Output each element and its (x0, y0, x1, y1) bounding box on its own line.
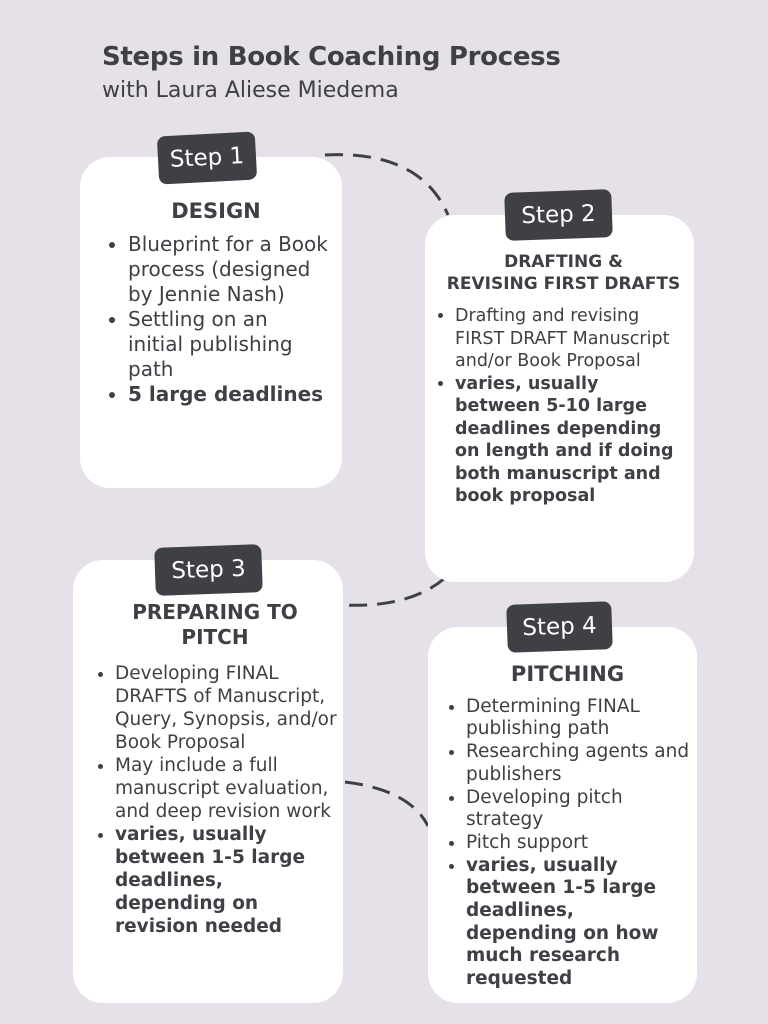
step-4-heading: PITCHING (510, 662, 625, 686)
step-3-item: May include a full manuscript evaluation… (115, 754, 337, 823)
step-4-item: Determining FINAL publishing path (466, 696, 691, 741)
step-4-item: varies, usually between 1-5 large deadli… (466, 855, 691, 991)
step-1-item: Blueprint for a Book process (designed b… (128, 232, 328, 307)
step-3-heading-line2: PITCH (181, 625, 249, 649)
step-3-item: Developing FINAL DRAFTS of Manuscript, Q… (115, 662, 337, 754)
step-3-item: varies, usually between 1-5 large deadli… (115, 823, 337, 938)
step-4-item: Researching agents and publishers (466, 741, 691, 786)
step-2-item: varies, usually between 5-10 large deadl… (455, 373, 686, 508)
connector-1-2 (324, 153, 450, 216)
step-1-item: 5 large deadlines (128, 382, 328, 407)
step-4-item: Pitch support (466, 832, 691, 855)
step-1-heading: DESIGN (171, 199, 261, 223)
step-2-card: DRAFTING & REVISING FIRST DRAFTS Draftin… (425, 215, 694, 582)
step-4-card: PITCHING Determining FINAL publishing pa… (428, 627, 697, 1003)
connector-2-3 (342, 576, 446, 607)
step-1-item: Settling on an initial publishing path (128, 307, 328, 382)
step-2-heading-line1: DRAFTING & (504, 252, 623, 272)
page-subtitle: with Laura Aliese Miedema (102, 78, 399, 103)
step-3-heading-line1: PREPARING TO (132, 600, 298, 624)
page-title: Steps in Book Coaching Process (102, 42, 561, 72)
step-1-badge: Step 1 (156, 131, 258, 185)
step-2-heading-line2: REVISING FIRST DRAFTS (446, 274, 681, 294)
step-4-badge: Step 4 (506, 601, 613, 653)
connector-3-4 (344, 780, 430, 827)
step-3-card: PREPARING TO PITCH Developing FINAL DRAF… (73, 560, 343, 1003)
step-1-card: DESIGN Blueprint for a Book process (des… (80, 157, 342, 488)
step-3-badge: Step 3 (154, 544, 263, 596)
step-4-item: Developing pitch strategy (466, 787, 691, 832)
step-2-item: Drafting and revising FIRST DRAFT Manusc… (455, 305, 686, 373)
step-2-badge: Step 2 (504, 189, 613, 241)
